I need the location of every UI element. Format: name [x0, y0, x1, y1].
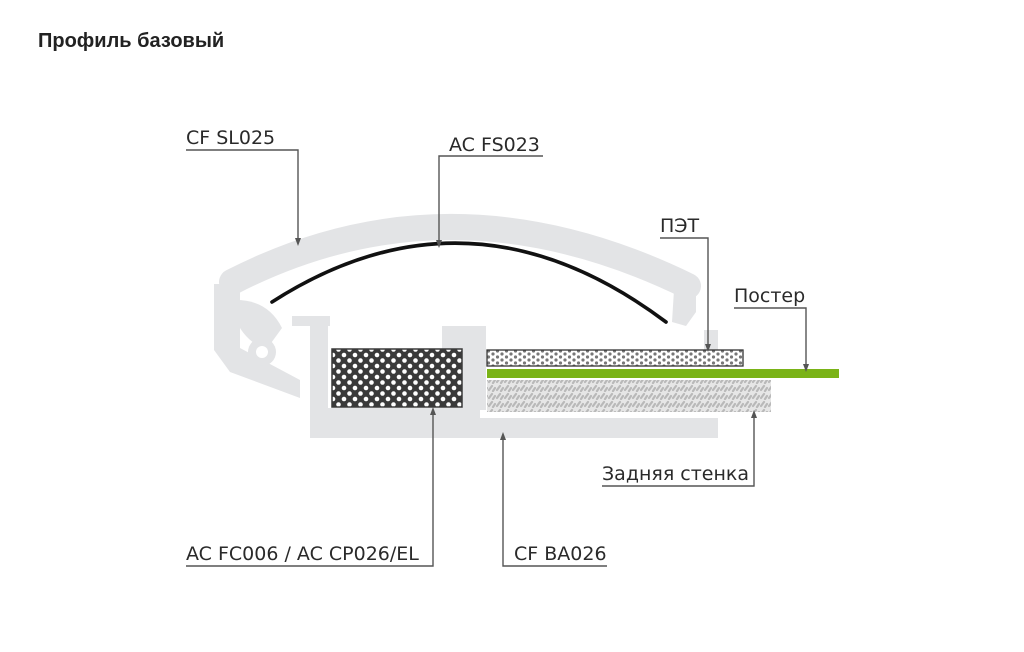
spring [270, 241, 668, 324]
label-cf-sl025: CF SL025 [186, 127, 275, 149]
label-cf-ba026: CF BA026 [514, 543, 607, 565]
label-pet: ПЭТ [660, 215, 700, 237]
label-ac-fs023: AC FS023 [449, 134, 540, 156]
poster-layer [487, 369, 839, 378]
foam-block [331, 348, 463, 408]
leader-lines [186, 149, 809, 567]
back-wall-layer [487, 380, 771, 412]
page-title: Профиль базовый [38, 30, 225, 52]
label-back-wall: Задняя стенка [602, 463, 749, 485]
pet-layer [486, 349, 744, 367]
label-ac-fc006: AC FC006 / AC CP026/EL [186, 543, 419, 565]
label-poster: Постер [734, 285, 805, 307]
snap-frame [214, 214, 701, 398]
